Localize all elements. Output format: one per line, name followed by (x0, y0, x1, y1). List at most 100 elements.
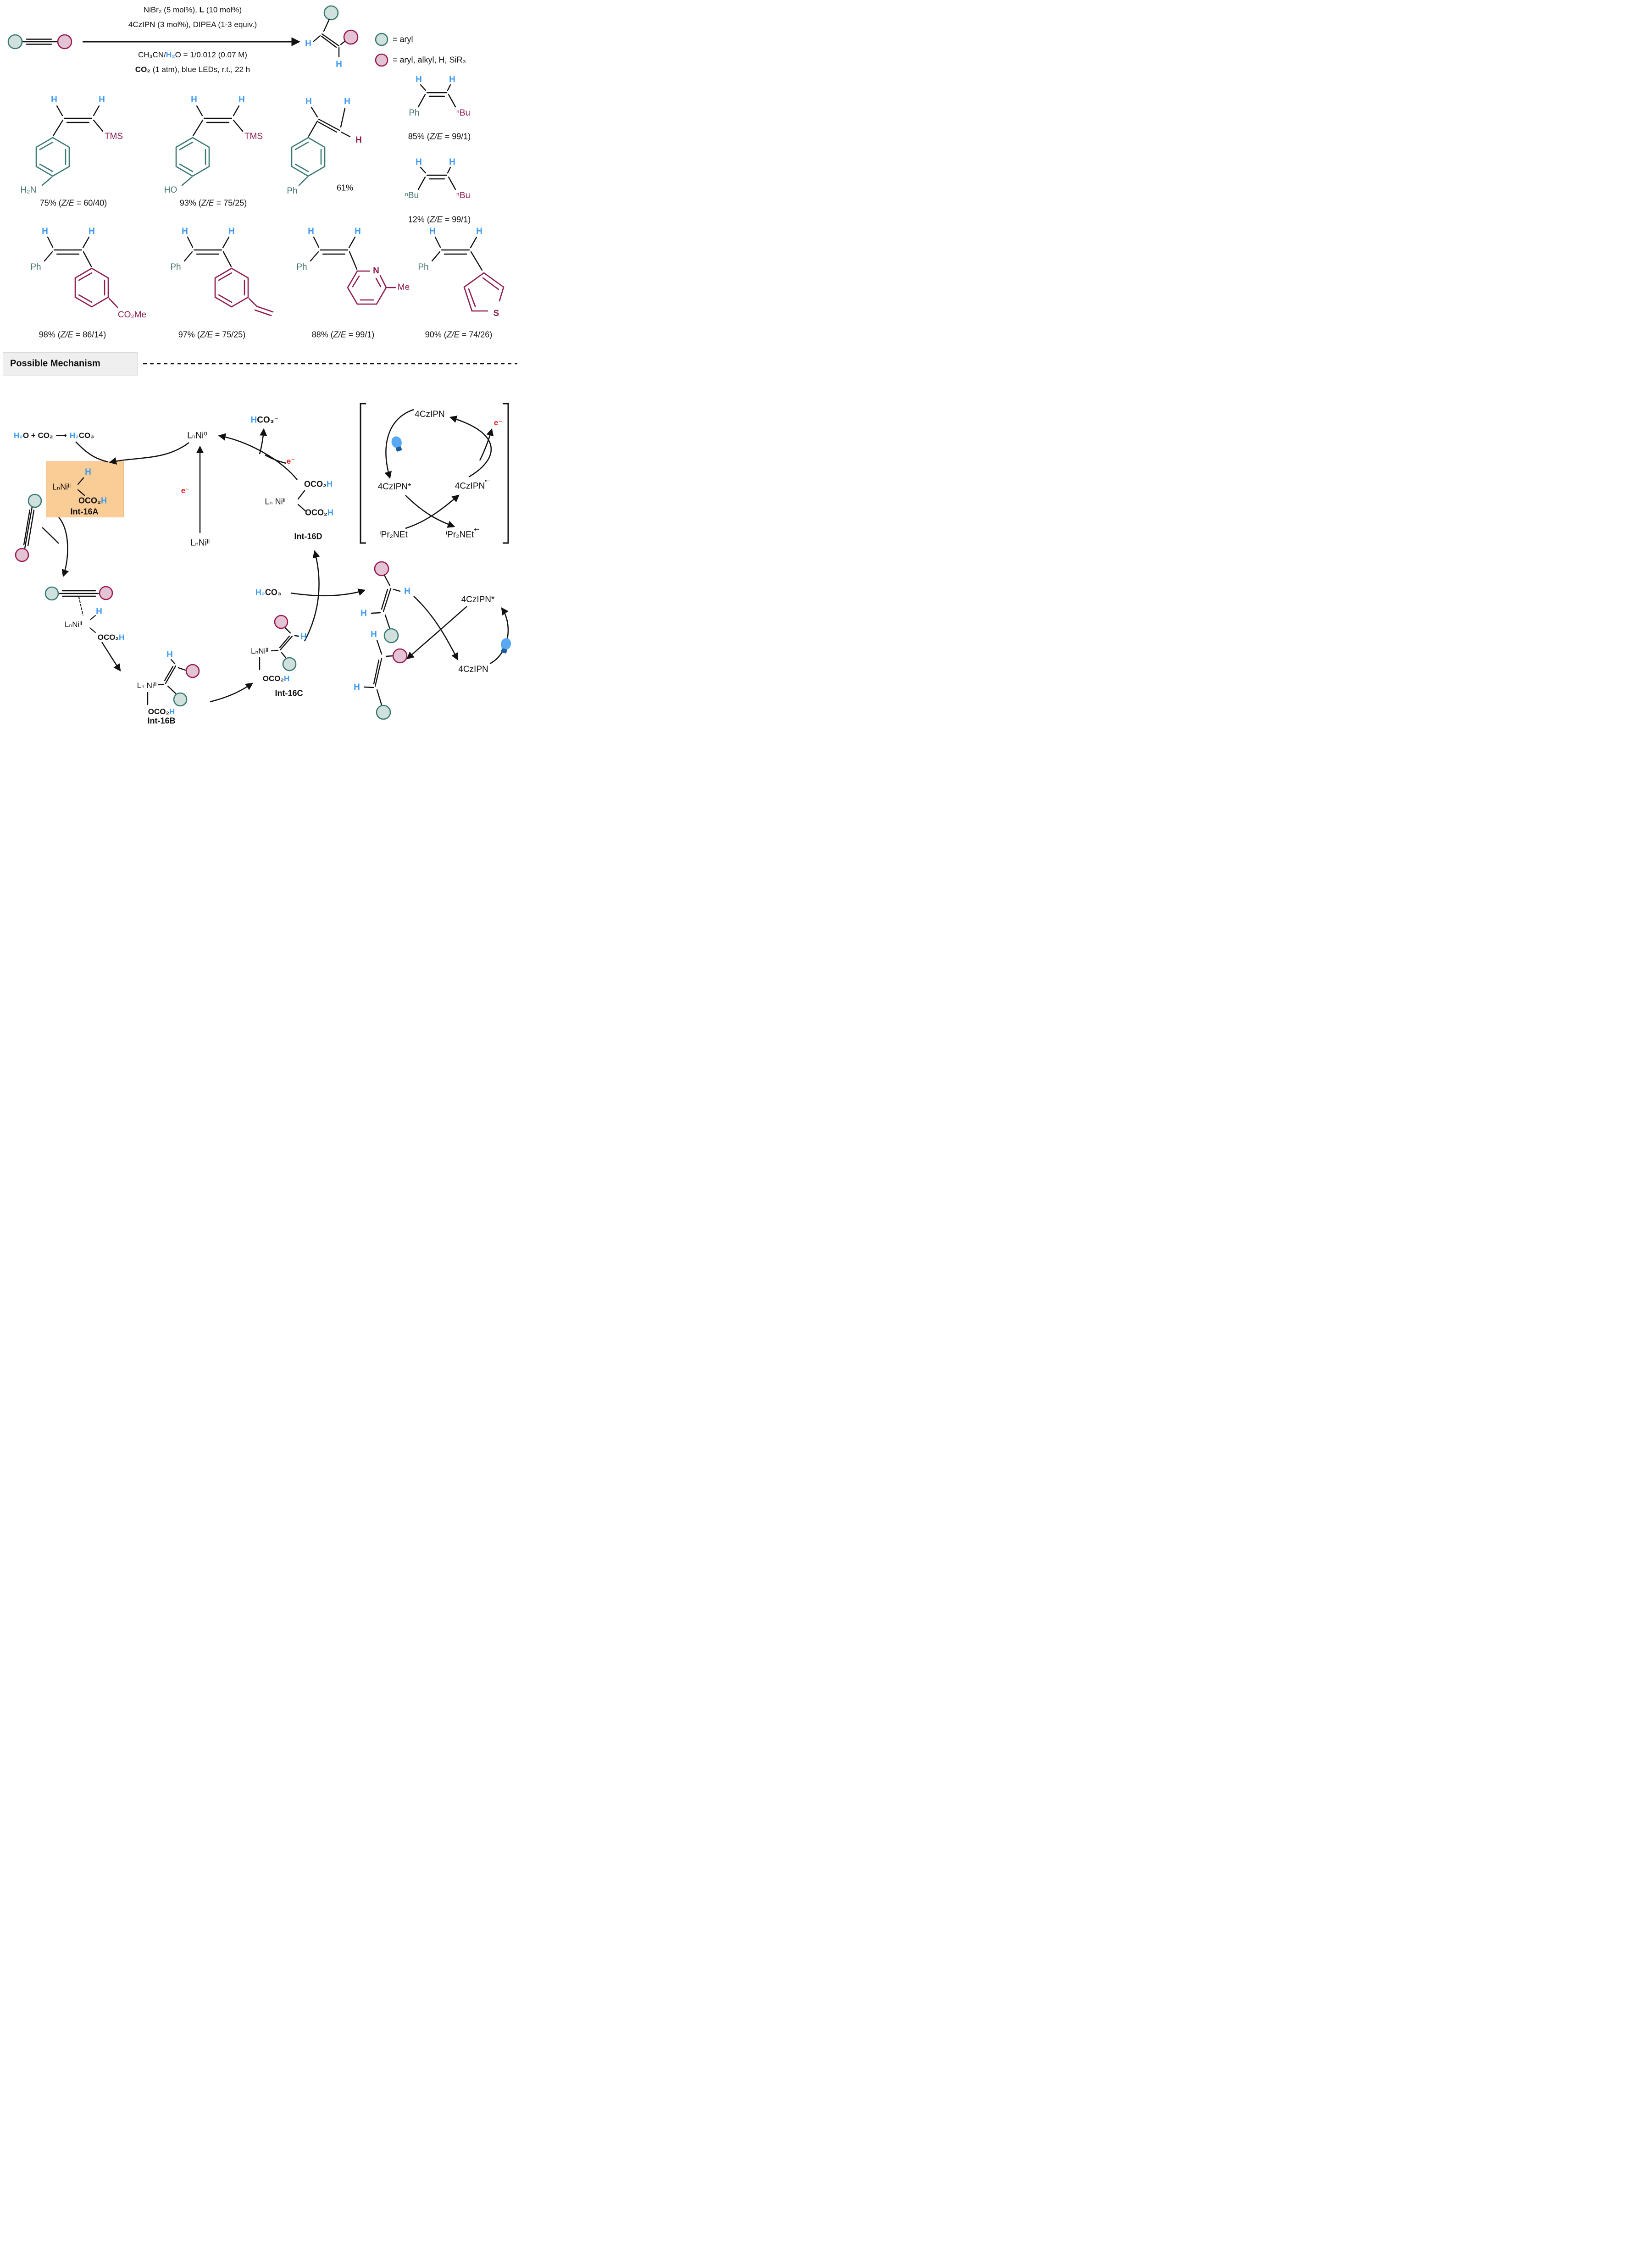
conditions-line4: CO₂ (1 atm), blue LEDs, r.t., 22 h (135, 65, 250, 74)
h-label: H (476, 227, 483, 236)
int16d-structure (297, 490, 306, 512)
product-6-structure (44, 236, 118, 308)
h-label: H (404, 587, 410, 596)
legend-circles (375, 33, 388, 67)
tms-label: TMS (244, 132, 263, 141)
aryl-circle (375, 33, 388, 46)
int16a-label: Int-16A (70, 507, 99, 516)
nbu-label: ⁿBu (456, 191, 471, 200)
ph-label: Ph (409, 108, 420, 118)
ho-label: HO (164, 185, 177, 195)
h-label: H (449, 157, 455, 167)
h-label: H (344, 97, 350, 106)
electron-label: e⁻ (494, 418, 503, 427)
ph-label: Ph (170, 262, 181, 272)
thiophene-s-label: S (493, 309, 499, 318)
h-label: H (305, 97, 312, 106)
h-label: H (99, 95, 105, 105)
int16a-lnniII: LₙNiᴵᴵ (52, 482, 71, 492)
czipn-radical-anion-label: 4CzIPN•− (455, 478, 490, 491)
conditions-line2: 4CzIPN (3 mol%), DIPEA (1-3 equiv.) (128, 20, 257, 29)
yield-p2: 93% (Z/E = 75/25) (179, 198, 247, 208)
product-3-structure (291, 106, 351, 186)
product-9-structure (431, 236, 505, 312)
mechanism-alkyne (15, 494, 42, 562)
lnniII-label: LₙNiᴵᴵ (190, 538, 210, 548)
h-label: H (300, 632, 307, 642)
ph-label: Ph (30, 262, 41, 272)
legend-r: = aryl, alkyl, H, SiR₃ (393, 55, 466, 65)
product-alkene-generic (313, 5, 359, 58)
nbu-label: ⁿBu (456, 108, 471, 118)
int16c-oco2h: OCO₂H (262, 674, 290, 683)
int16c-structure (259, 615, 299, 671)
co2me-label: CO₂Me (117, 310, 147, 320)
int16c-label: Int-16C (275, 688, 303, 698)
aryl-circle (323, 5, 339, 21)
nbu-label: ⁿBu (405, 191, 419, 200)
mechanism-arrows (42, 409, 509, 703)
legend-aryl: = aryl (393, 34, 413, 44)
h-label: H (355, 227, 361, 236)
h-label: H (85, 467, 91, 477)
int16b-lnniII: Lₙ Niᴵᴵ (137, 681, 157, 690)
h-label: H (166, 650, 173, 660)
r-circle (343, 29, 359, 45)
h-label: H (96, 607, 102, 616)
me-label: Me (397, 283, 410, 292)
ipr2net-label: ⁱPr₂NEt (379, 530, 408, 540)
pyridine-n-label: N (373, 266, 379, 276)
yield-p4: 85% (Z/E = 99/1) (408, 132, 471, 141)
int16b-oco2h: OCO₂H (148, 707, 175, 716)
h-label: H (354, 682, 360, 692)
blue-led-bulb-icon (500, 638, 511, 654)
product-1-structure (35, 105, 104, 186)
yield-p8: 88% (Z/E = 99/1) (311, 330, 375, 339)
h-label: H (182, 227, 188, 236)
czipn-star-label: 4CzIPN* (377, 482, 411, 492)
product-4-structure (417, 84, 456, 108)
czipn-star-label: 4CzIPN* (461, 595, 495, 604)
product-7-structure (183, 236, 274, 316)
product-5-structure (417, 166, 456, 190)
electron-label: e⁻ (286, 457, 295, 466)
h-label: H (42, 227, 48, 236)
h-label: H (89, 227, 95, 236)
conditions-line1: NiBr₂ (5 mol%), L (10 mol%) (143, 6, 242, 14)
r-circle (57, 34, 72, 50)
figure-canvas: NiBr₂ (5 mol%), L (10 mol%) 4CzIPN (3 mo… (0, 0, 520, 726)
tms-label: TMS (104, 132, 123, 141)
h-label: H (429, 227, 436, 236)
electron-label: e⁻ (181, 486, 190, 495)
substrate-alkyne (7, 34, 72, 50)
aryl-circle (7, 34, 23, 50)
h-label: H (228, 227, 235, 236)
int16d-oco2h-top: OCO₂H (304, 479, 333, 489)
picomplex-lnniII: LₙNiᴵᴵ (65, 620, 82, 629)
h-label: H (51, 95, 57, 105)
h-label: H (191, 95, 197, 105)
czipn-label: 4CzIPN (415, 410, 445, 419)
int16a-oco2h: OCO₂H (78, 496, 107, 505)
conditions-line3: CH₃CN/H₂O = 1/0.012 (0.07 M) (138, 50, 247, 59)
yield-p1: 75% (Z/E = 60/40) (39, 198, 107, 208)
h-label-maroon: H (355, 135, 362, 145)
int16d-label: Int-16D (294, 532, 322, 541)
int16c-lnniII: LₙNiᴵᴵ (251, 647, 268, 655)
h-label: H (336, 60, 342, 69)
product-8-structure (310, 236, 396, 305)
int16b-label: Int-16B (147, 716, 176, 726)
h-label: H (360, 609, 367, 618)
yield-p6: 98% (Z/E = 86/14) (39, 330, 106, 339)
yield-p5: 12% (Z/E = 99/1) (408, 215, 471, 224)
h-label: H (416, 75, 422, 84)
h2co3-label: H₂CO₃ (255, 588, 282, 597)
ipr2net-cation-label: ⁱPr₂NEt+• (445, 527, 479, 540)
r-circle (375, 53, 388, 67)
h-label: H (308, 227, 314, 236)
h-label: H (449, 75, 455, 84)
carbonic-acid-equation: H₂O + CO₂⟶H₂CO₃ (14, 431, 94, 440)
possible-mechanism-box (3, 352, 138, 376)
e-alkene-product (363, 639, 408, 720)
hco3-label: HCO₃⁻ (250, 415, 279, 425)
